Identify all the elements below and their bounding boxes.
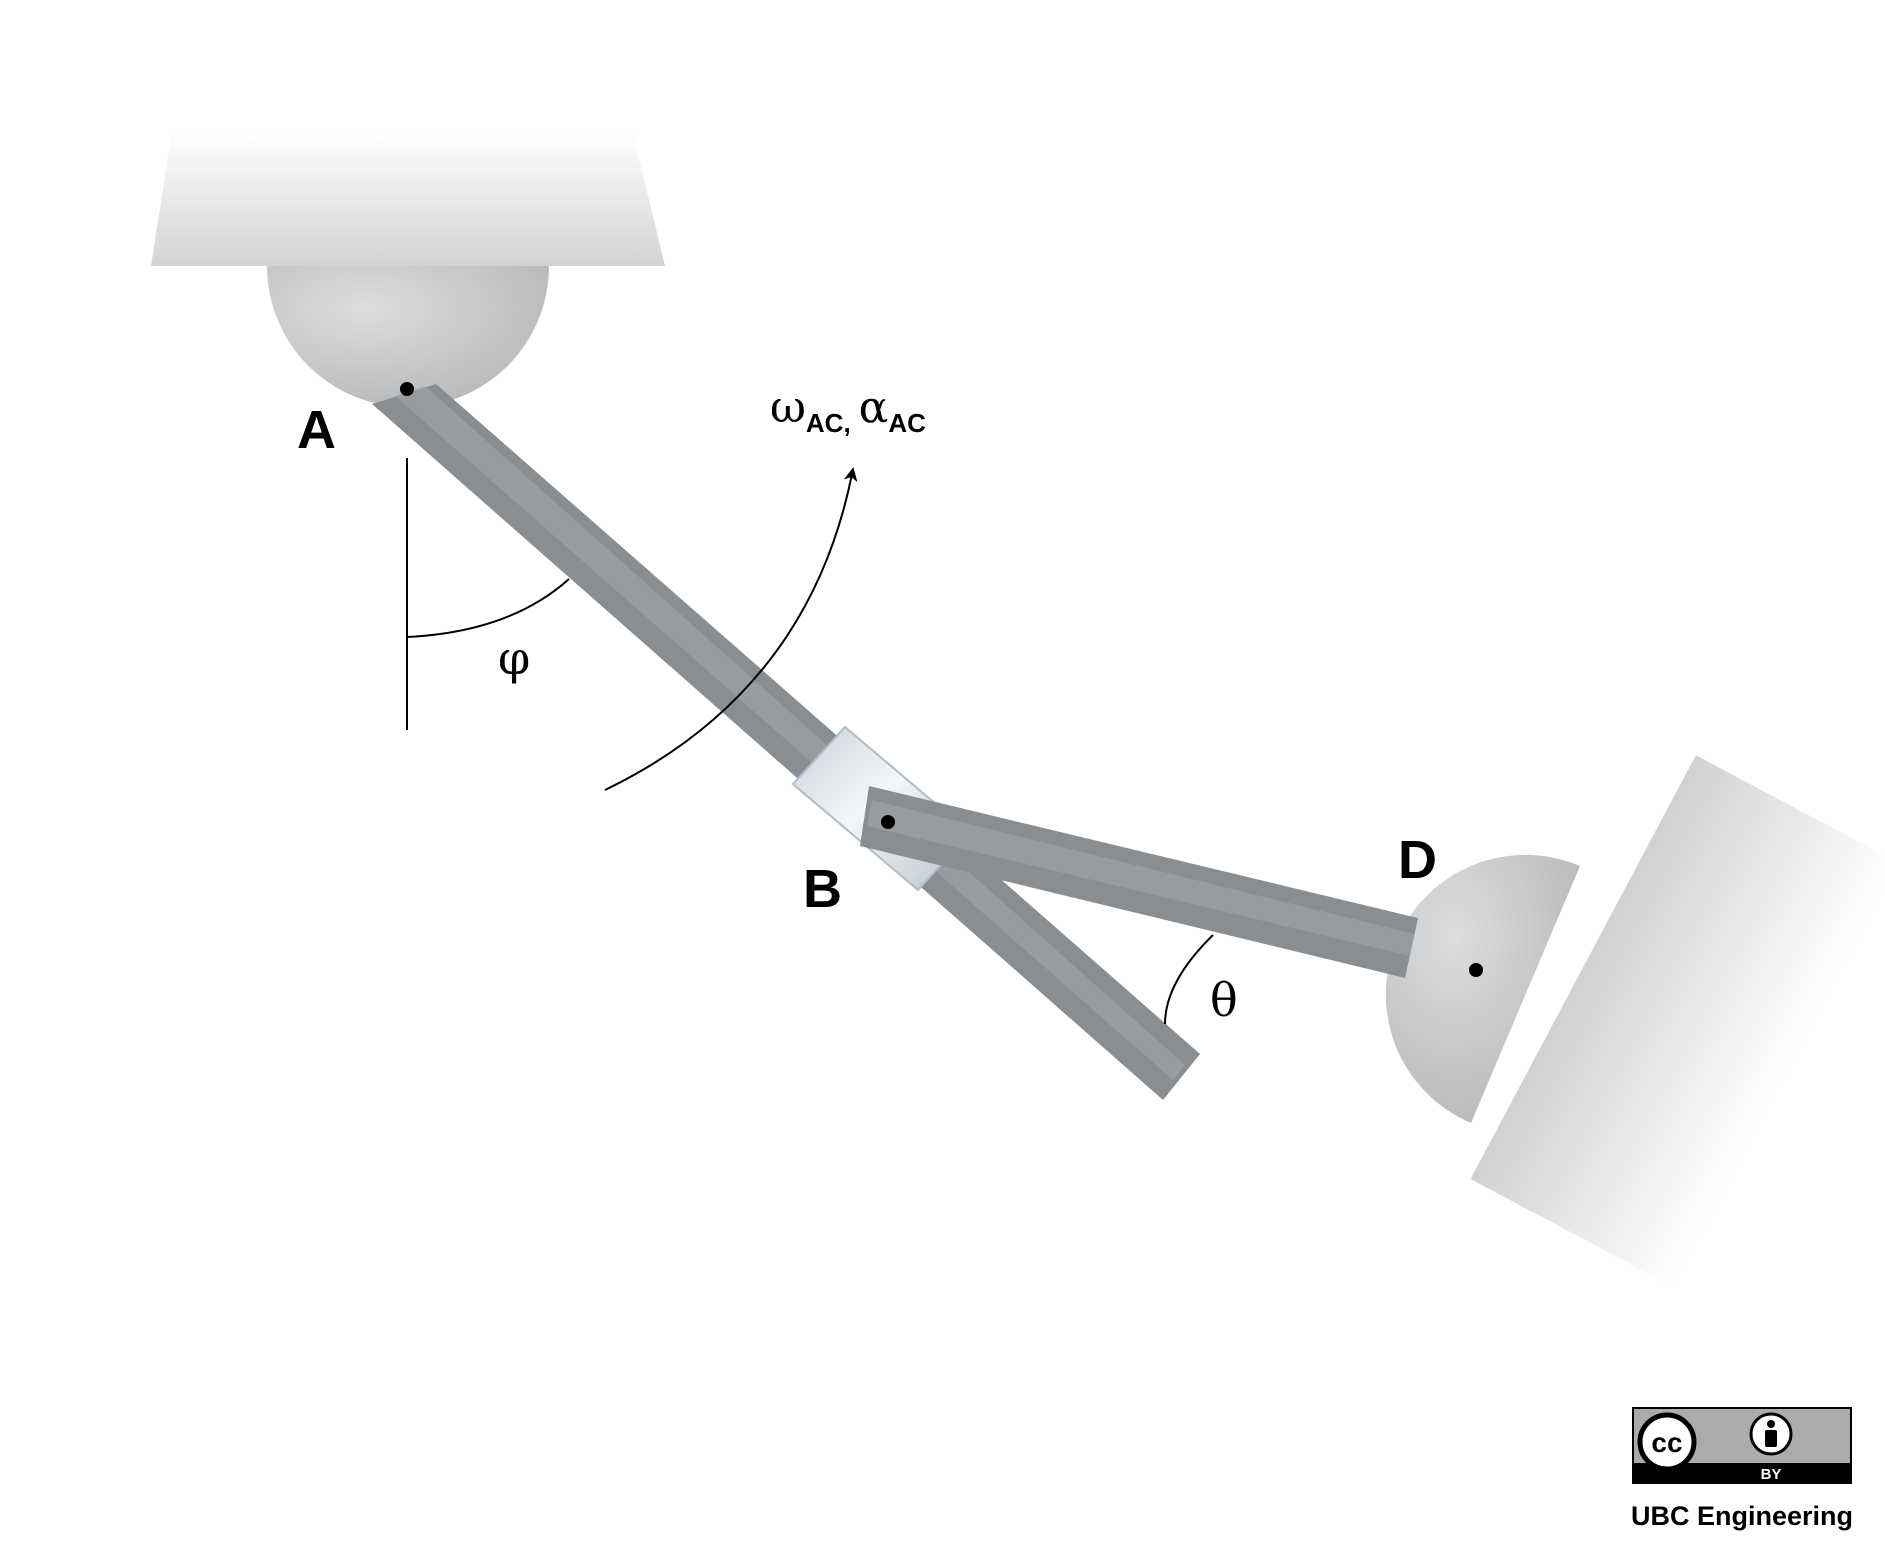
label-omega-alpha: ωAC, αAC — [770, 382, 926, 438]
wall-support — [1470, 755, 1885, 1288]
label-phi: φ — [498, 631, 530, 685]
pin-B-dot — [881, 815, 895, 829]
theta-arc — [1164, 934, 1214, 1025]
phi-arc — [406, 578, 570, 638]
cc-by-badge: cc BY — [1632, 1407, 1852, 1484]
attribution-person-icon — [1749, 1412, 1793, 1456]
credit-text: UBC Engineering — [1631, 1501, 1853, 1531]
omega-symbol: ω — [770, 382, 806, 433]
cc-logo-text: cc — [1651, 1427, 1682, 1458]
pin-A-hemisphere — [267, 266, 549, 407]
pin-D-dot — [1469, 963, 1483, 977]
label-D: D — [1398, 830, 1437, 890]
label-A: A — [297, 400, 336, 460]
bar-BD — [860, 786, 1418, 978]
label-B: B — [803, 859, 842, 919]
label-theta: θ — [1210, 973, 1238, 1027]
cc-logo-icon — [1637, 1412, 1697, 1472]
by-text: BY — [1761, 1466, 1782, 1483]
omega-alpha-arrow — [604, 467, 858, 791]
omega-subscript: AC, — [806, 408, 851, 438]
alpha-subscript: AC — [888, 408, 926, 438]
pin-A-dot — [400, 382, 414, 396]
pin-D-hemisphere — [1385, 854, 1580, 1123]
ceiling-support — [151, 130, 665, 266]
bar-AC — [372, 384, 1200, 1100]
alpha-symbol: α — [859, 382, 889, 433]
